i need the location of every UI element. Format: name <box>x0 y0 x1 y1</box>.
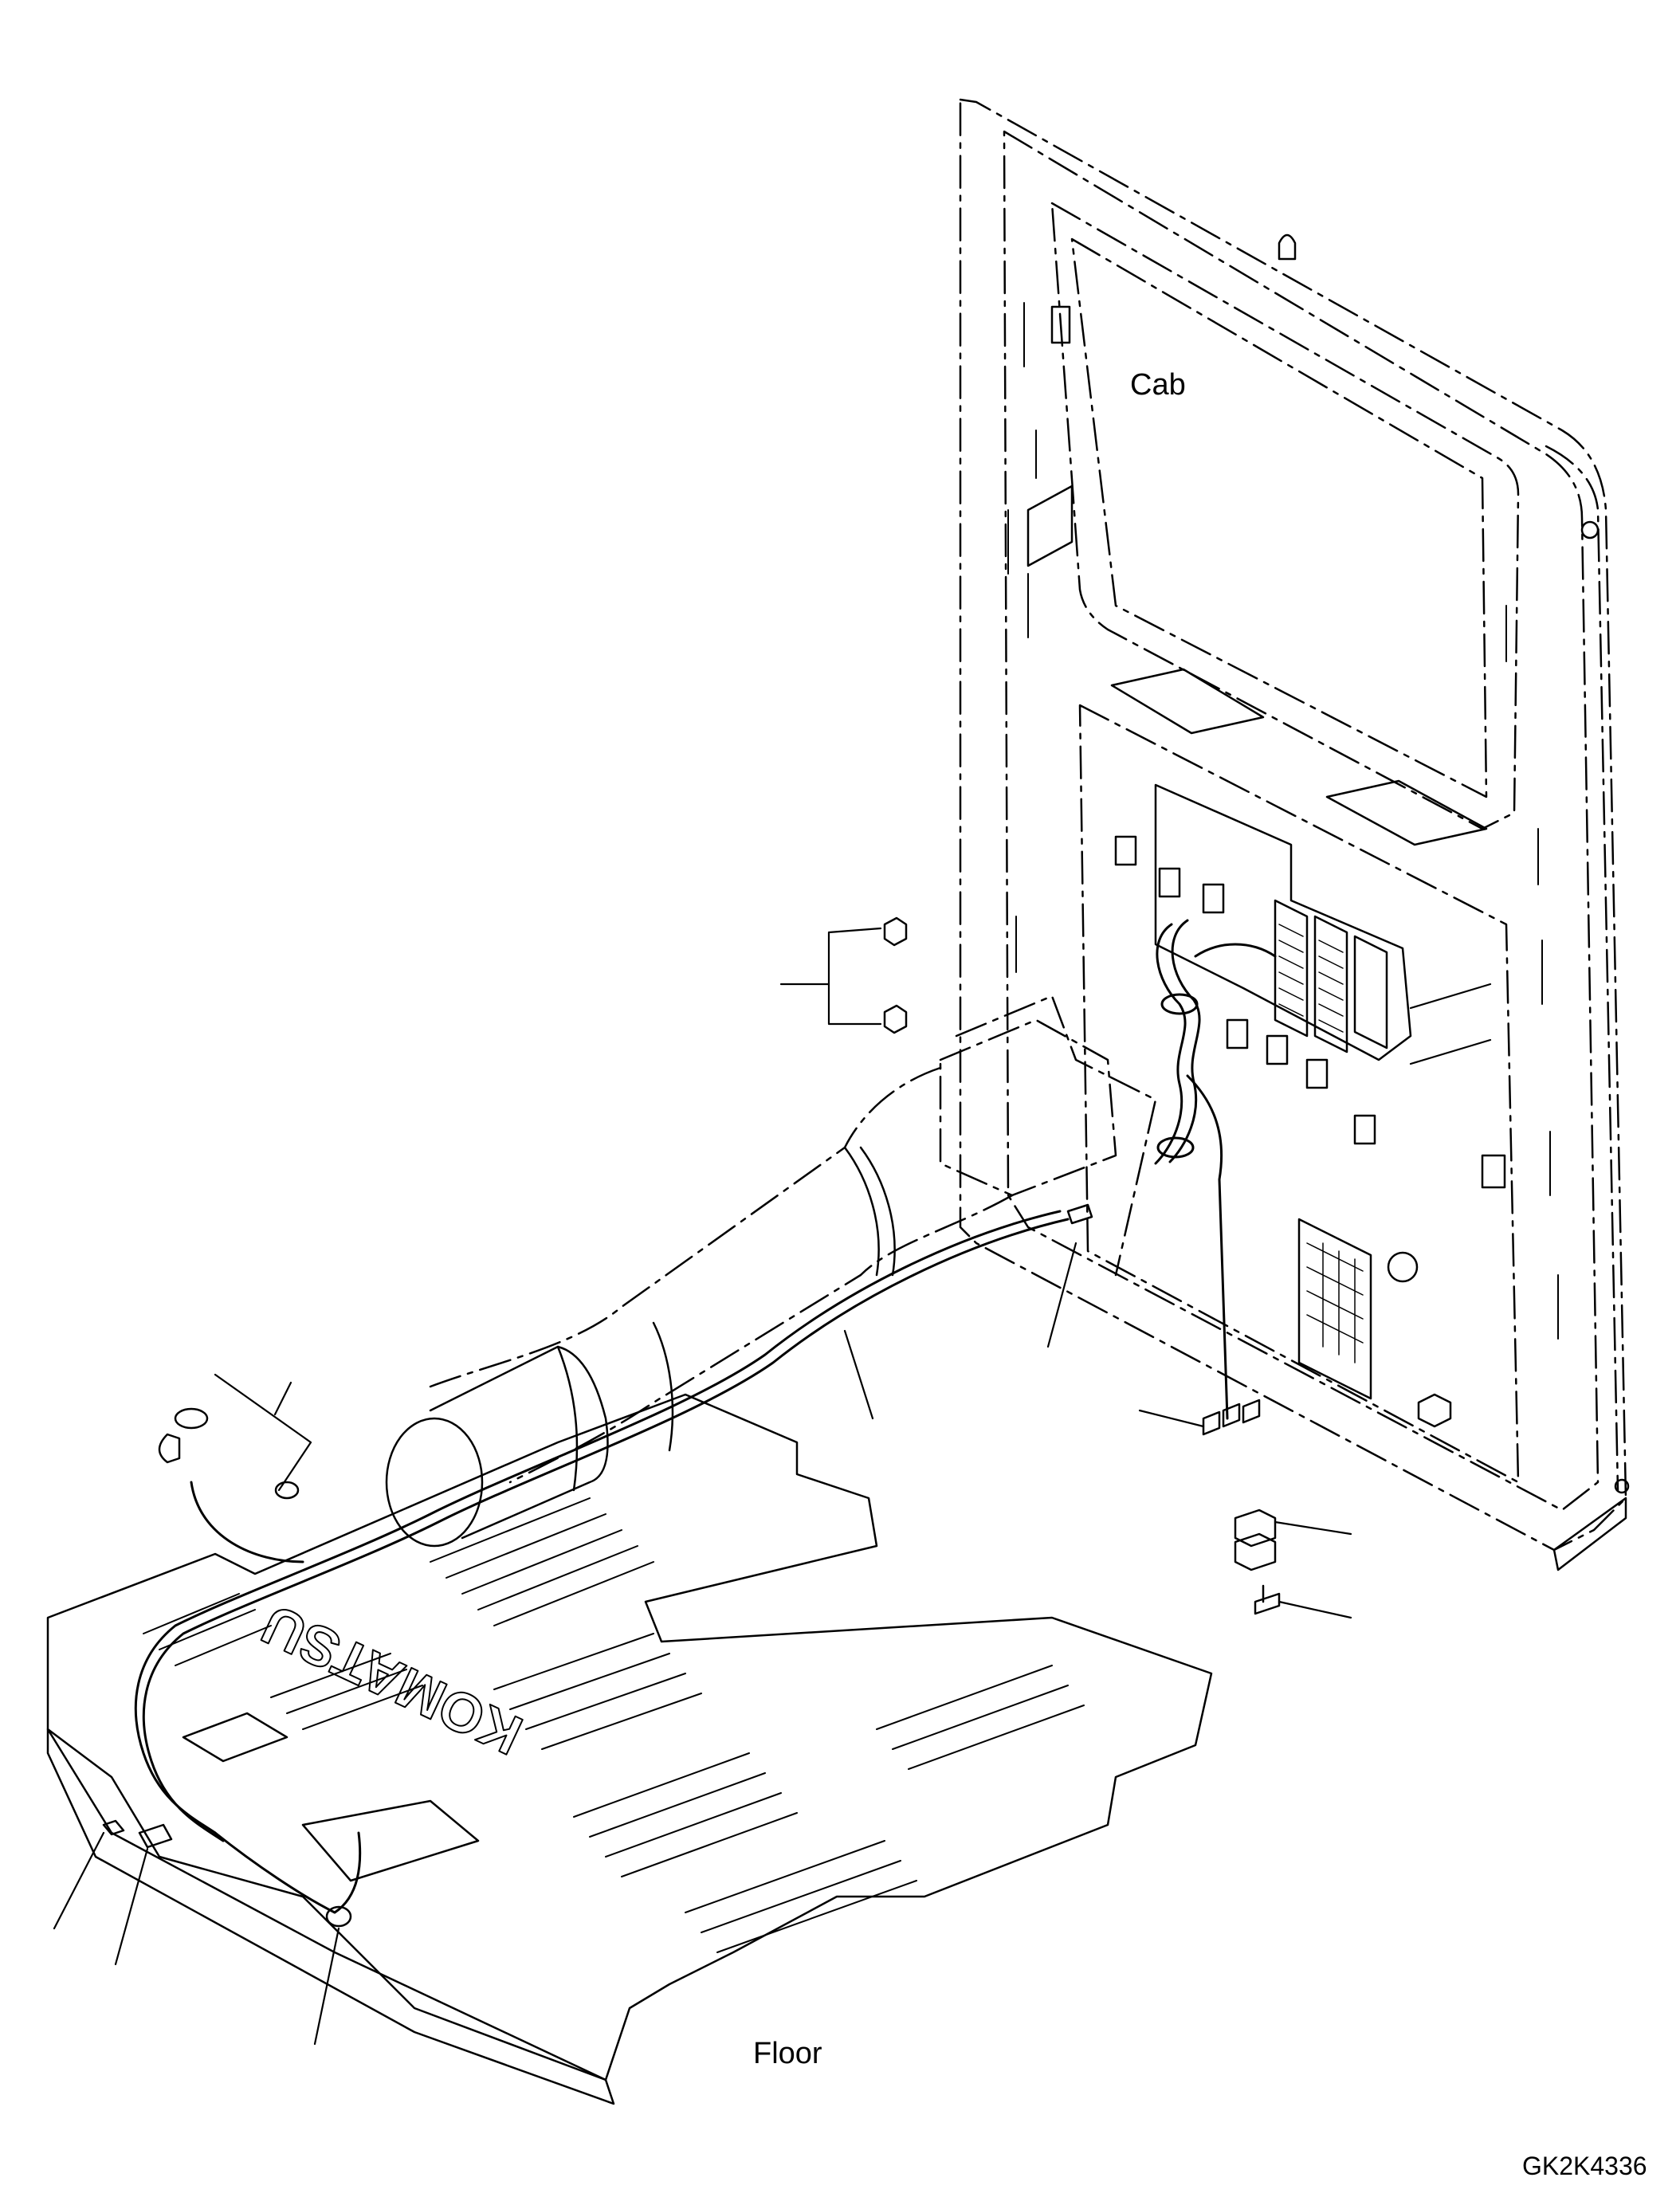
relay-7 <box>1353 1114 1376 1145</box>
connector-pair-mid <box>1202 1399 1261 1436</box>
cab-window-inner <box>1070 237 1488 798</box>
fuse-block-2 <box>1313 915 1348 1053</box>
duct-pipe-top <box>429 1066 942 1388</box>
cab-structure <box>959 98 1630 1571</box>
floor-pedal-area <box>301 1799 480 1882</box>
cab-lower-panel <box>1078 704 1520 1484</box>
panel-lower-box <box>1297 1218 1372 1400</box>
fuse-block-3 <box>1353 935 1388 1049</box>
cab-label: Cab <box>1130 368 1186 402</box>
fuse-block-1 <box>1274 899 1309 1038</box>
duct-band-3 <box>859 1146 896 1277</box>
cab-top-hook <box>1278 233 1297 261</box>
duct-muffler <box>385 1146 896 1548</box>
panel-component-coil <box>1387 1251 1419 1283</box>
relay-3 <box>1202 883 1225 914</box>
harness-long-run <box>134 1210 1062 1834</box>
duct-band-4 <box>652 1321 674 1452</box>
ground-terminal <box>1254 1584 1281 1615</box>
drawing-id: GK2K4336 <box>1522 2152 1647 2180</box>
cab-outer-frame <box>959 98 1627 1552</box>
harness-long-run-2 <box>142 1218 1070 1842</box>
harness-clamp-1 <box>1160 993 1199 1015</box>
harness-main-bundle <box>1154 923 1187 1165</box>
harness-main-bundle-2 <box>1168 919 1201 1163</box>
leader-floor-connector-a <box>53 1831 105 1930</box>
panel-diagonal-hatch <box>1306 1242 1364 1363</box>
leader-ground-terminal <box>1278 1600 1352 1619</box>
duct-pipe-bottom <box>508 1194 1014 1484</box>
cab-hinge-plate-upper <box>1050 305 1071 344</box>
floor-connector-b <box>138 1823 173 1849</box>
harness-to-floor-clamp <box>214 1831 362 1914</box>
cab-inner-frame-outline <box>1003 130 1600 1512</box>
connector-upper-left-b <box>883 1004 908 1034</box>
harness-branch-down <box>1186 1074 1229 1420</box>
floor-pedal-recess <box>182 1712 289 1763</box>
floor-underside <box>46 1728 615 2105</box>
cab-slot-2 <box>1325 779 1488 846</box>
cab-hinge-plate-mid <box>1026 485 1074 567</box>
relay-5 <box>1266 1034 1289 1065</box>
cab-right-edge <box>1545 445 1619 1492</box>
floor-clamp <box>325 1905 352 1928</box>
floor-slots <box>143 1497 1085 1953</box>
floor-connector-a <box>102 1819 125 1836</box>
relay-1 <box>1114 835 1137 866</box>
harness-tie-left <box>274 1481 300 1500</box>
floor-label: Floor <box>753 2037 822 2070</box>
leader-panel-right <box>1409 983 1492 1010</box>
cab-base-bolt <box>1614 1478 1630 1494</box>
cab-left-pillar-marks <box>1007 302 1037 973</box>
floor-outline <box>46 1393 1213 2081</box>
harness-branch-up <box>1194 943 1277 958</box>
leader-harness-mid <box>1046 1242 1077 1348</box>
duct-box <box>939 1018 1117 1197</box>
muffler-end-cap <box>385 1417 484 1548</box>
relay-panel <box>1114 783 1506 1428</box>
duct-band-2 <box>843 1146 880 1277</box>
leader-connector-pair <box>1138 1409 1205 1428</box>
harness-clip-mid <box>1066 1203 1093 1225</box>
floor-harness <box>134 1210 1070 1914</box>
relay-8 <box>1481 1154 1506 1189</box>
leader-lines <box>53 927 1492 2046</box>
floor: KOMATSU <box>46 1393 1213 2105</box>
cab-bolt-hole <box>1580 520 1600 539</box>
connectors <box>102 916 1281 1928</box>
leader-left-connector <box>273 1381 292 1416</box>
relay-panel-plate <box>1154 783 1412 1061</box>
duct-upper-edge <box>955 995 1157 1277</box>
connector-block-right <box>1234 1508 1277 1571</box>
leader-harness-long <box>843 1329 874 1420</box>
cab-harness <box>1154 919 1277 1420</box>
harness-to-connector-left <box>190 1481 304 1563</box>
harness-loop-left <box>174 1407 209 1430</box>
cab-right-pillar-marks <box>1505 605 1559 1340</box>
cab-slot-1 <box>1110 668 1265 735</box>
leader-left-bracket <box>214 1373 312 1492</box>
muffler-cylinder <box>429 1345 609 1540</box>
leader-connectors-bracket <box>827 927 882 1026</box>
panel-nut <box>1417 1393 1452 1428</box>
relay-6 <box>1305 1058 1329 1089</box>
floor-brand-emboss: KOMATSU <box>253 1593 531 1767</box>
leader-panel-right-2 <box>1409 1038 1492 1065</box>
leader-floor-connector-b <box>114 1847 149 1966</box>
cab-base <box>1552 1497 1627 1571</box>
air-duct <box>429 995 1157 1484</box>
leader-floor-clamp <box>313 1927 340 2046</box>
relay-2 <box>1158 867 1181 898</box>
cab-window-opening <box>1050 202 1520 830</box>
harness-clamp-2 <box>1156 1136 1195 1159</box>
fuse-slots <box>1278 924 1344 1033</box>
connector-harness-loop-left <box>158 1433 181 1464</box>
duct-band-1 <box>556 1345 579 1492</box>
leader-connector-block <box>1274 1520 1352 1536</box>
connector-upper-left-a <box>883 916 908 947</box>
relay-4 <box>1226 1018 1249 1049</box>
